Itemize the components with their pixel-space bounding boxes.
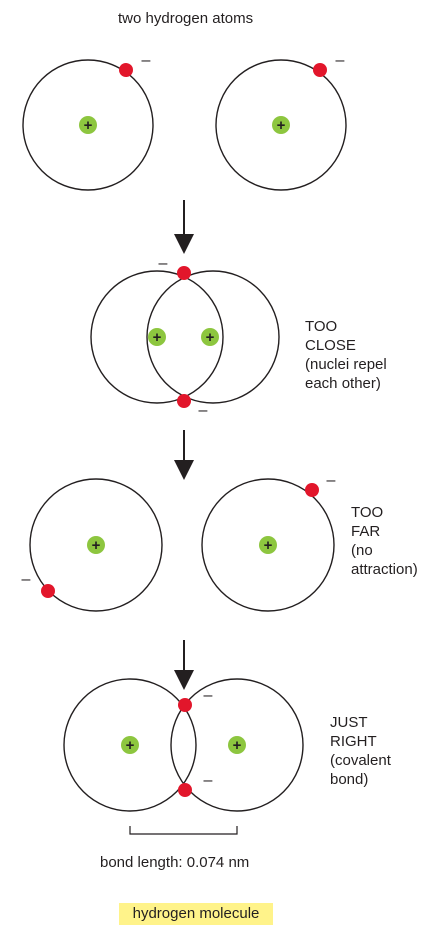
stage-label-line: each other) [305, 375, 381, 392]
nucleus: + [228, 736, 246, 754]
electron [178, 698, 192, 712]
atom-shell-left [63, 678, 197, 812]
stage-label-too-far: TOO FAR (no attraction) [351, 503, 418, 579]
stage-label-too-close: TOO CLOSE (nuclei repel each other) [305, 317, 387, 393]
electron [313, 63, 327, 77]
stage-label-line: FAR [351, 523, 381, 540]
electron [177, 266, 191, 280]
nucleus: + [148, 328, 166, 346]
electron-charge: – [204, 687, 213, 704]
stage-label-line: (no [351, 542, 373, 559]
atom-shell-left [29, 478, 163, 612]
nucleus: + [87, 536, 105, 554]
svg-text:+: + [126, 737, 135, 754]
svg-text:+: + [233, 737, 242, 754]
electron-charge: – [199, 402, 208, 419]
electron [305, 483, 319, 497]
stage-label-line: CLOSE [305, 337, 356, 354]
electron-charge: – [159, 255, 168, 272]
stage-label-line: TOO [305, 318, 338, 335]
caption-hydrogen-molecule: hydrogen molecule [119, 903, 273, 925]
electron-charge: – [204, 772, 213, 789]
nucleus: + [121, 736, 139, 754]
electron-charge: – [336, 52, 345, 69]
electron-charge: – [22, 571, 31, 588]
svg-text:+: + [153, 329, 162, 346]
svg-text:+: + [264, 537, 273, 554]
svg-text:+: + [84, 117, 93, 134]
stage-label-line: (nuclei repel [305, 356, 387, 373]
atom-shell-right [201, 478, 335, 612]
electron [177, 394, 191, 408]
nucleus: + [259, 536, 277, 554]
atom-shell-left [90, 270, 224, 404]
stage-label-line: RIGHT [330, 733, 377, 750]
nucleus: + [201, 328, 219, 346]
stage-label-line: TOO [351, 504, 384, 521]
stage-label-line: attraction) [351, 561, 418, 578]
electron-charge: – [142, 52, 151, 69]
nucleus: + [272, 116, 290, 134]
atom-shell-right [146, 270, 280, 404]
svg-text:+: + [92, 537, 101, 554]
stage-label-line: JUST [330, 714, 368, 731]
bond-length-bracket [129, 826, 238, 835]
atom-shell-right [170, 678, 304, 812]
svg-text:+: + [277, 117, 286, 134]
bond-length-label: bond length: 0.074 nm [100, 854, 250, 871]
electron [178, 783, 192, 797]
stage-label-line: (covalent [330, 752, 391, 769]
stage-label-line: bond) [330, 771, 369, 788]
atom-shell-right [215, 59, 347, 191]
nucleus: + [79, 116, 97, 134]
electron [41, 584, 55, 598]
electron [119, 63, 133, 77]
diagram-title: two hydrogen atoms [118, 10, 254, 27]
electron-charge: – [327, 472, 336, 489]
svg-text:+: + [206, 329, 215, 346]
stage-label-just-right: JUST RIGHT (covalent bond) [330, 713, 391, 789]
atom-shell-left [22, 59, 154, 191]
